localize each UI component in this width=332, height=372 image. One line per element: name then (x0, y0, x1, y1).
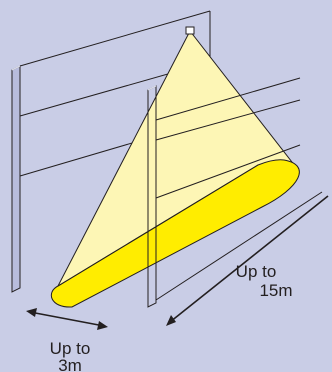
width-label-line1: Up to (50, 339, 91, 358)
length-arrow-icon (166, 195, 329, 326)
left-panel (11, 65, 21, 293)
floor-detection-zone (50, 159, 300, 308)
front-guide-line (155, 77, 301, 121)
width-arrow-icon (26, 308, 108, 330)
corridor-floor-edge (155, 191, 323, 301)
width-label-line2: 3m (58, 356, 82, 372)
sensor-icon (185, 26, 195, 35)
length-label-line2: 15m (259, 281, 292, 300)
middle-panel (147, 85, 301, 308)
length-label-line1: Up to (236, 262, 277, 281)
cone-rim-line (57, 164, 259, 287)
